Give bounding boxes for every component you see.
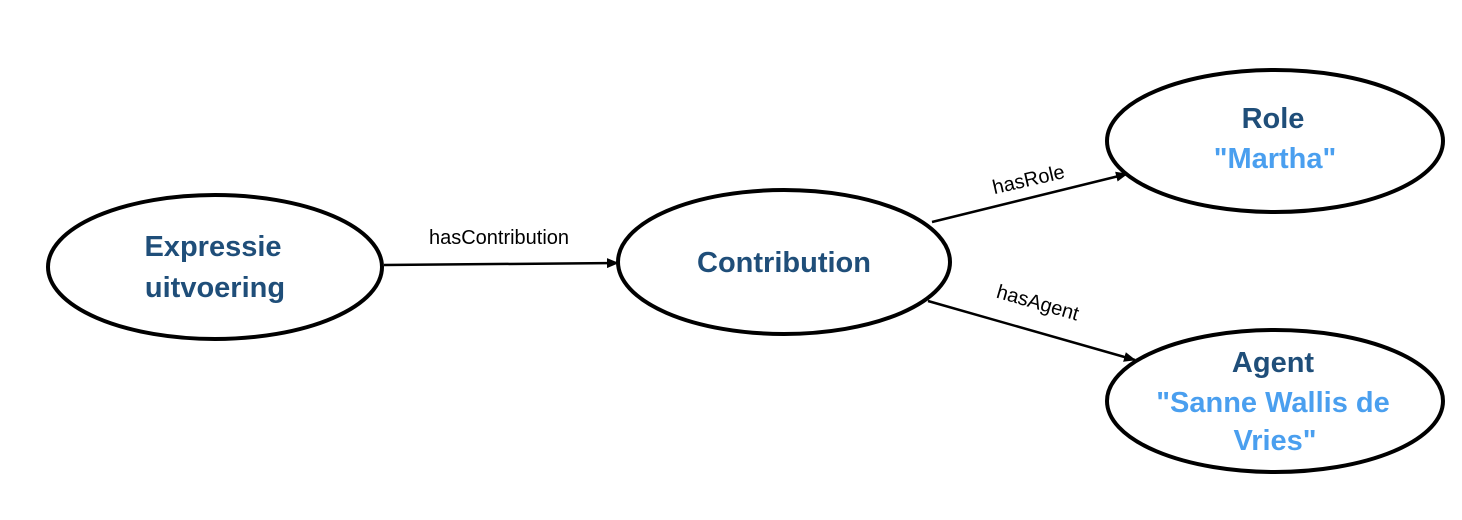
node-expressie-uitvoering: Expressie uitvoering bbox=[46, 193, 384, 341]
node-agent-title: Agent bbox=[1232, 347, 1315, 379]
edge-label-has-contribution: hasContribution bbox=[429, 227, 569, 249]
node-contribution-title: Contribution bbox=[697, 247, 871, 279]
edge-has-agent: hasAgent bbox=[927, 281, 1136, 362]
node-role-value: "Martha" bbox=[1214, 143, 1337, 175]
node-role: Role "Martha" bbox=[1105, 68, 1445, 214]
edge-has-agent-line bbox=[927, 299, 1136, 362]
node-contribution: Contribution bbox=[616, 188, 952, 336]
node-role-shape bbox=[1105, 68, 1445, 214]
node-contribution-shape bbox=[616, 188, 952, 336]
node-expressie-shape bbox=[46, 193, 384, 341]
node-expressie-label: Expressie uitvoering bbox=[144, 231, 285, 304]
edge-label-has-role: hasRole bbox=[990, 161, 1066, 199]
edge-has-role: hasRole bbox=[931, 161, 1128, 224]
node-contribution-label: Contribution bbox=[697, 247, 871, 279]
node-agent-label: Agent "Sanne Wallis de Vries" bbox=[1156, 347, 1393, 457]
node-expressie-title-line-1: Expressie bbox=[144, 231, 281, 263]
node-role-label: Role "Martha" bbox=[1214, 103, 1337, 175]
edge-has-contribution: hasContribution bbox=[383, 227, 619, 269]
node-expressie-title-line-2: uitvoering bbox=[145, 272, 285, 304]
edge-has-role-line bbox=[931, 171, 1128, 224]
edge-label-has-agent: hasAgent bbox=[994, 281, 1082, 326]
node-role-title: Role bbox=[1242, 103, 1305, 135]
node-agent-shape bbox=[1105, 328, 1445, 474]
edge-has-contribution-line bbox=[383, 258, 619, 269]
node-agent-value-line-1: "Sanne Wallis de bbox=[1156, 387, 1389, 419]
node-agent: Agent "Sanne Wallis de Vries" bbox=[1105, 328, 1445, 474]
node-agent-value-line-2: Vries" bbox=[1233, 425, 1316, 457]
